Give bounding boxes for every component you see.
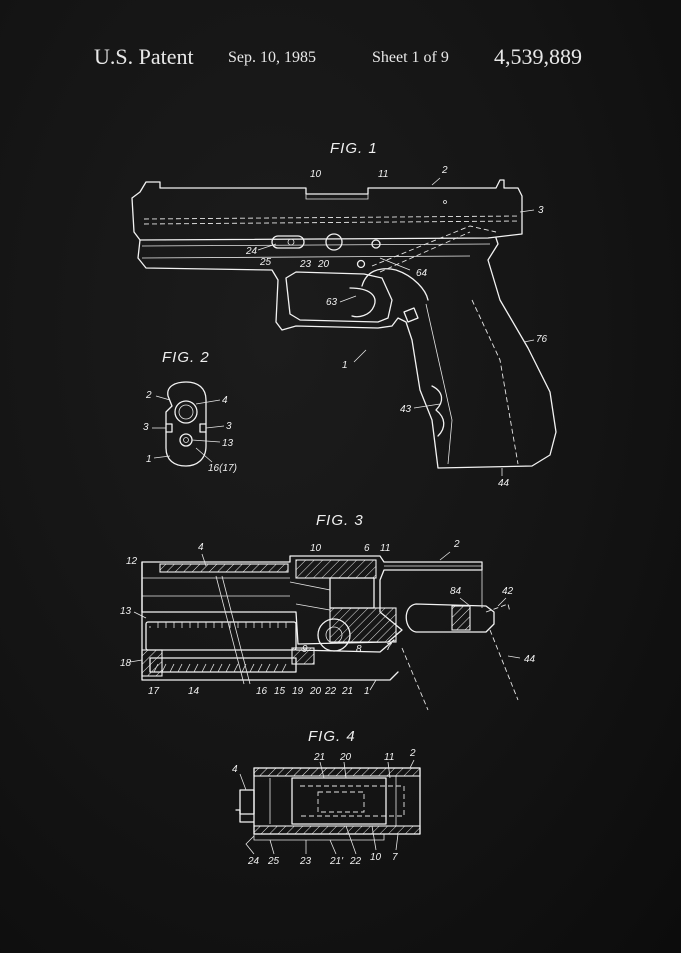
fig4-label: 10: [370, 852, 382, 863]
fig3-label: 44: [524, 654, 536, 665]
fig1-slide: [131, 179, 523, 241]
fig4-label: 22: [349, 856, 362, 867]
fig4-label: 2: [409, 748, 416, 759]
fig1-label: 24: [245, 246, 258, 257]
fig4-label: 11: [384, 752, 394, 763]
fig4-label: 21: [313, 752, 325, 763]
fig4-assembly: [235, 767, 421, 841]
fig2-title: FIG. 2: [162, 349, 210, 366]
fig2-labels: 2 4 3 3 13 1 16(17): [143, 390, 237, 474]
fig3-label: 10: [310, 543, 322, 554]
fig4-labels: 21 20 11 2 4 24 25 23 21' 22 10 7: [232, 748, 416, 867]
fig3-label: 4: [198, 542, 204, 553]
fig4-label: 21': [329, 856, 344, 867]
fig3-spring-assembly: [141, 575, 399, 685]
fig3-label: 1: [364, 686, 370, 697]
fig3-label: 17: [148, 686, 160, 697]
fig2-label: 3: [226, 421, 232, 432]
fig3-label: 13: [120, 606, 132, 617]
fig3-label: 21: [341, 686, 353, 697]
fig3-label: 14: [188, 686, 200, 697]
fig2-label: 3: [143, 422, 149, 433]
sheet-indicator: Sheet 1 of 9: [372, 49, 449, 66]
fig1-label: 25: [259, 257, 272, 268]
fig3-title: FIG. 3: [316, 512, 364, 529]
fig1-frame: [137, 225, 557, 469]
patent-label: U.S. Patent: [94, 44, 194, 69]
fig3-label: 15: [274, 686, 286, 697]
fig1-labels: 10 11 2 3 24 25 23 20 64 63 76 1 43 44: [245, 165, 548, 489]
fig3-label: 9: [302, 644, 308, 655]
fig3-label: 11: [380, 543, 390, 554]
fig1-label: 1: [342, 360, 348, 371]
patent-header: U.S. Patent Sep. 10, 1985 Sheet 1 of 9 4…: [0, 44, 681, 78]
figure-4: FIG. 4 21 20 11 2 4 24: [232, 728, 421, 867]
fig3-label: 20: [309, 686, 322, 697]
fig2-label: 2: [145, 390, 152, 401]
fig3-label: 18: [120, 658, 132, 669]
fig1-label: 10: [310, 169, 322, 180]
fig1-label: 11: [378, 169, 388, 180]
fig3-label: 19: [292, 686, 304, 697]
fig1-label: 64: [416, 268, 428, 279]
fig3-label: 12: [126, 556, 138, 567]
fig1-label: 43: [400, 404, 412, 415]
fig1-label: 76: [536, 334, 548, 345]
figure-1: FIG. 1: [131, 140, 557, 489]
fig3-label: 7: [386, 642, 392, 653]
fig1-label: 23: [299, 259, 312, 270]
fig2-label: 16(17): [208, 463, 237, 474]
fig3-labels: 4 10 6 11 2 12 84 42 13 9 8 7 44 18 17 1…: [120, 539, 536, 697]
fig4-title: FIG. 4: [308, 728, 356, 745]
fig3-cartridge: [401, 562, 519, 711]
fig3-label: 16: [256, 686, 268, 697]
figure-2: FIG. 2 2 4 3 3 13 1 16(17): [143, 349, 237, 474]
fig4-label: 25: [267, 856, 280, 867]
fig1-label: 44: [498, 478, 510, 489]
fig1-label: 20: [317, 259, 330, 270]
fig4-label: 24: [247, 856, 260, 867]
fig3-label: 2: [453, 539, 460, 550]
fig4-label: 7: [392, 852, 398, 863]
fig3-label: 6: [364, 543, 370, 554]
fig3-slide-section: [141, 555, 483, 681]
fig4-label: 20: [339, 752, 352, 763]
fig1-label: 3: [538, 205, 544, 216]
figure-3: FIG. 3: [120, 512, 536, 711]
fig3-label: 42: [502, 586, 514, 597]
fig2-label: 4: [222, 395, 228, 406]
fig2-label: 13: [222, 438, 234, 449]
patent-date: Sep. 10, 1985: [228, 49, 316, 66]
fig1-label: 63: [326, 297, 338, 308]
fig4-label: 4: [232, 764, 238, 775]
fig2-component: [165, 381, 207, 467]
fig3-label: 22: [324, 686, 337, 697]
fig2-label: 1: [146, 454, 152, 465]
fig1-label: 2: [441, 165, 448, 176]
fig1-title: FIG. 1: [330, 140, 378, 157]
patent-number: 4,539,889: [494, 44, 582, 69]
fig4-label: 23: [299, 856, 312, 867]
fig3-label: 84: [450, 586, 462, 597]
fig3-label: 8: [356, 644, 362, 655]
